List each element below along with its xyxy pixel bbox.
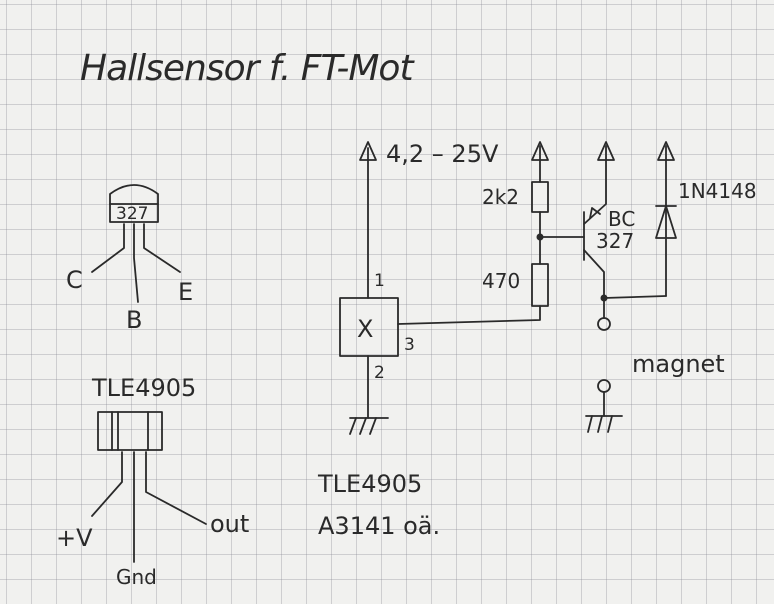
- sensor-pin-plus-label: +V: [56, 524, 93, 552]
- supply-arrow-sensor: [359, 141, 377, 161]
- page-title: Hallsensor f. FT-Mot: [80, 48, 415, 89]
- ground-hatch-5: [597, 415, 603, 433]
- resistor-r1: [531, 181, 549, 213]
- ground-hatch-1: [349, 417, 357, 435]
- transistor-number-label: 327: [596, 229, 634, 253]
- output-terminal: [597, 317, 611, 331]
- parts-note-line-1: TLE4905: [317, 470, 422, 498]
- supply-arrow-r1: [531, 141, 549, 161]
- supply-voltage-label: 4,2 – 25V: [386, 140, 499, 168]
- magnet-terminal: [597, 379, 611, 393]
- sensor-pin-2-label: 2: [374, 363, 385, 383]
- resistor-r2: [531, 263, 549, 307]
- transistor-lead-b: [133, 223, 139, 303]
- transistor-pin-c-label: C: [66, 266, 83, 294]
- sensor-body: [97, 411, 163, 451]
- circuit: 4,2 – 25V 1 X 3 2 2k2 470 BC 327: [339, 140, 757, 435]
- magnet-label: magnet: [632, 350, 725, 378]
- sensor-pin-3-label: 3: [404, 335, 415, 355]
- sensor-pin-1-label: 1: [374, 271, 385, 291]
- supply-arrow-diode: [657, 141, 675, 161]
- ground-hatch-3: [369, 417, 377, 435]
- ground-hatch-2: [359, 417, 367, 435]
- sensor-pin-out-label: out: [210, 510, 249, 538]
- transistor-type-label: BC: [608, 207, 635, 231]
- transistor-pin-e-label: E: [178, 278, 193, 306]
- resistor-r1-label: 2k2: [482, 185, 519, 209]
- diode-symbol: [655, 205, 677, 239]
- sensor-pinout-sketch: TLE4905 +V Gnd out: [56, 374, 249, 589]
- sensor-pin-gnd-label: Gnd: [116, 565, 157, 589]
- ground-hatch-6: [607, 415, 613, 433]
- transistor-emitter-arrow: [589, 207, 601, 219]
- diode-label: 1N4148: [678, 179, 757, 203]
- hall-sensor-x: X: [357, 315, 373, 343]
- transistor-collector: [583, 249, 605, 301]
- transistor-pin-b-label: B: [126, 306, 142, 334]
- transistor-body-outline: [109, 184, 159, 223]
- hall-sensor-symbol: [339, 297, 399, 357]
- transistor-pinout-sketch: 327 C B E: [66, 184, 193, 334]
- transistor-marking: 327: [116, 204, 148, 224]
- output-wire: [397, 305, 541, 325]
- sensor-part-label: TLE4905: [91, 374, 196, 402]
- supply-arrow-emitter: [597, 141, 615, 161]
- ground-hatch-4: [587, 415, 593, 433]
- sensor-lead-plus: [91, 451, 123, 517]
- sensor-lead-out: [145, 451, 207, 525]
- transistor-emitter: [583, 145, 607, 225]
- parts-note: TLE4905 A3141 oä.: [317, 470, 440, 540]
- transistor-lead-c: [91, 223, 125, 273]
- transistor-lead-e: [143, 223, 181, 273]
- motor-node-wire: [603, 295, 667, 299]
- resistor-r2-label: 470: [482, 269, 520, 293]
- parts-note-line-2: A3141 oä.: [318, 512, 440, 540]
